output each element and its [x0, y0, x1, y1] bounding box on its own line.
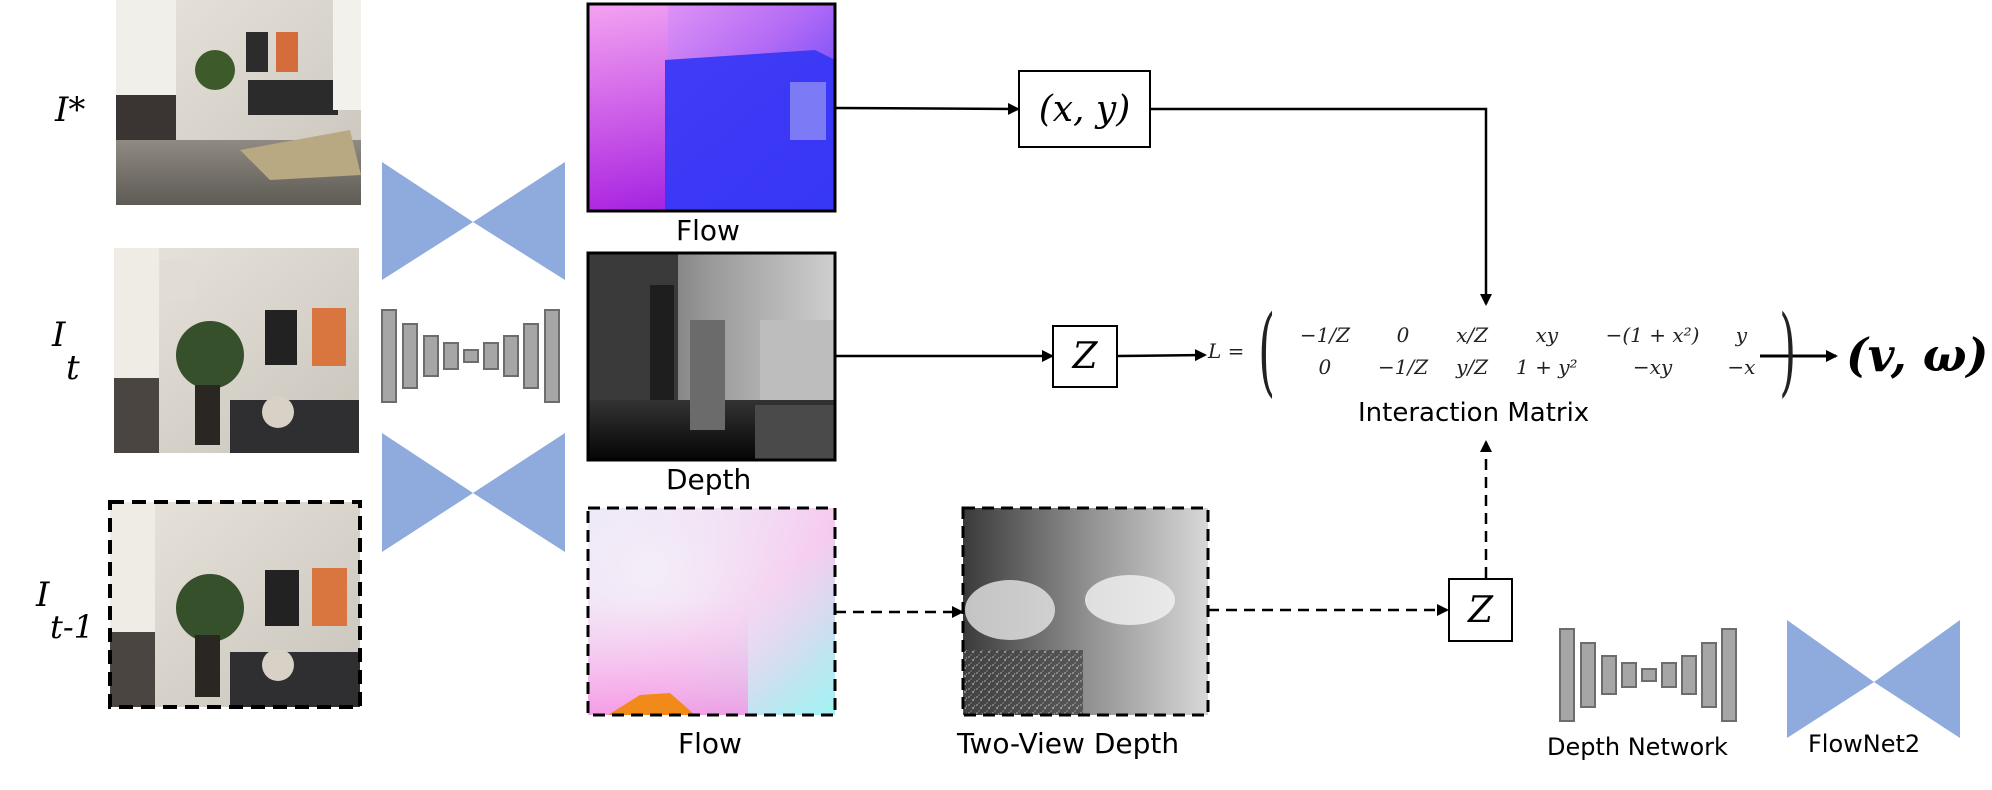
- label-i-t1-sub: t-1: [50, 608, 95, 646]
- output-velocity: (v, ω): [1846, 328, 1989, 382]
- legend-depth-network-label: Depth Network: [1547, 733, 1728, 761]
- matrix-cell: y/Z: [1456, 355, 1489, 379]
- matrix-cell: −(1 + x²): [1605, 323, 1700, 347]
- matrix-row-1: −1/Z 0 x/Z xy −(1 + x²) y: [1286, 319, 1770, 351]
- depth-panel: [586, 251, 837, 462]
- arrow-flow-to-xy: [834, 102, 1020, 115]
- label-i-star: I*: [55, 90, 86, 130]
- z-box-two-view: Z: [1448, 578, 1513, 642]
- flownet2-bottom: [382, 433, 473, 552]
- matrix-cell: x/Z: [1456, 323, 1489, 347]
- depth-network-main: [381, 309, 560, 403]
- legend-flownet2-label: FlowNet2: [1808, 730, 1921, 758]
- label-i-t-sub: t: [66, 348, 80, 388]
- legend-depth-network-icon: [1559, 628, 1737, 722]
- matrix-cell: 0: [1318, 355, 1332, 379]
- matrix-cell: 1 + y²: [1516, 355, 1578, 379]
- depth-label: Depth: [666, 463, 752, 496]
- flow-bottom-label: Flow: [678, 727, 742, 760]
- interaction-matrix-equation: L = ( −1/Z 0 x/Z xy −(1 + x²) y 0 −1/Z y…: [1208, 295, 1807, 407]
- matrix-cell: xy: [1535, 323, 1559, 347]
- matrix-lhs: L =: [1208, 339, 1245, 363]
- image-i-star: [116, 0, 361, 205]
- flow-top-panel: [586, 2, 837, 213]
- legend-flownet2-icon: [1787, 620, 1960, 738]
- label-i-t-main: I: [52, 315, 66, 355]
- matrix-cell: y: [1735, 323, 1748, 347]
- two-view-depth-panel: [961, 506, 1210, 717]
- xy-box: (x, y): [1018, 70, 1151, 148]
- matrix-cell: −1/Z: [1377, 355, 1429, 379]
- interaction-matrix-caption: Interaction Matrix: [1358, 398, 1590, 428]
- flow-bottom-panel: [586, 506, 837, 717]
- z-box-depth: Z: [1052, 325, 1118, 388]
- arrow-z-to-matrix: [1117, 349, 1207, 362]
- image-i-t: [114, 248, 359, 453]
- matrix-cell: −x: [1727, 355, 1756, 379]
- flow-top-label: Flow: [676, 214, 740, 247]
- matrix-right-paren: ): [1779, 295, 1797, 407]
- label-i-t1-main: I: [36, 575, 50, 615]
- two-view-depth-label: Two-View Depth: [957, 727, 1180, 760]
- matrix-row-2: 0 −1/Z y/Z 1 + y² −xy −x: [1286, 351, 1770, 383]
- flownet2-top-right: [473, 162, 565, 280]
- matrix-cell: 0: [1396, 323, 1410, 347]
- matrix-body: ( −1/Z 0 x/Z xy −(1 + x²) y 0 −1/Z y/Z 1…: [1248, 295, 1807, 407]
- flownet2-top: [382, 162, 473, 280]
- matrix-left-paren: (: [1258, 295, 1276, 407]
- arrow-xy-to-matrix: [1151, 107, 1492, 306]
- flownet2-bottom-right: [473, 433, 565, 552]
- image-i-t-minus-1: [108, 500, 362, 709]
- matrix-table: −1/Z 0 x/Z xy −(1 + x²) y 0 −1/Z y/Z 1 +…: [1286, 319, 1770, 383]
- matrix-cell: −xy: [1632, 355, 1673, 379]
- matrix-cell: −1/Z: [1299, 323, 1350, 347]
